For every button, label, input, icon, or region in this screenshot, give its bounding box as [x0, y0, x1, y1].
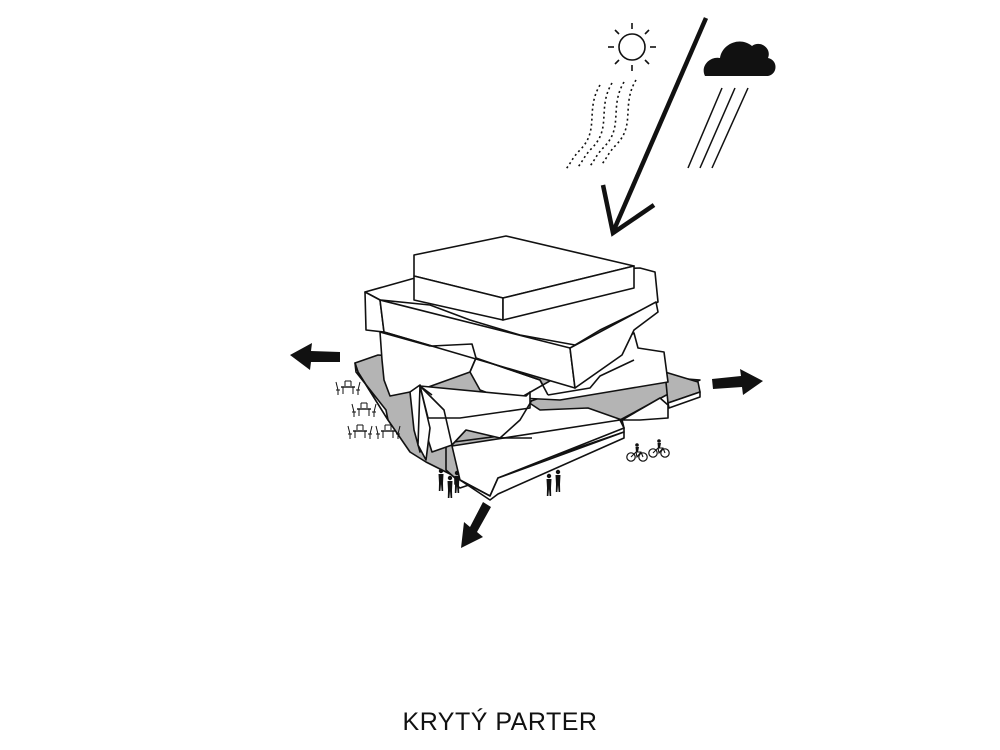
bicycle-icon [648, 438, 670, 458]
diagram-caption: KRYTÝ PARTER [402, 708, 598, 736]
arrow-west-icon [290, 343, 340, 370]
arrow-east-icon [712, 369, 763, 395]
person-icon [438, 468, 444, 491]
arrow-south-icon [461, 502, 491, 548]
person-icon [447, 475, 453, 498]
bicycle-icon [626, 442, 648, 462]
cyclists [626, 438, 670, 462]
stair-cut-lines [383, 331, 635, 446]
sun-icon [608, 23, 656, 71]
cafe-table-icon [351, 402, 377, 418]
person-icon [454, 470, 460, 493]
rain-cloud-icon [687, 41, 776, 169]
incoming-arrow-icon [600, 17, 709, 237]
building-stack [354, 235, 701, 501]
heat-waves-icon [564, 79, 637, 171]
cafe-table-icon [335, 380, 361, 396]
person-icon [555, 469, 561, 492]
cafe-table-icon [347, 424, 373, 440]
person-icon [546, 473, 552, 496]
top-slab [413, 235, 635, 321]
